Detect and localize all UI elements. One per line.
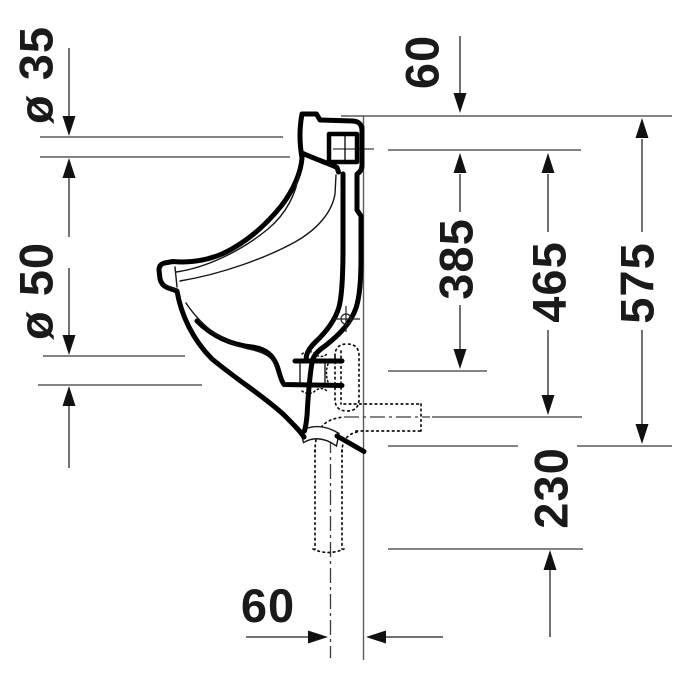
label-inlet-diameter: ø 35 [10, 26, 63, 124]
label-top-clearance: 60 [396, 35, 449, 89]
drain-connector-capsule [334, 343, 360, 412]
outer-profile-back [302, 124, 365, 434]
seal-mark-top [301, 350, 328, 358]
urinal-body [156, 111, 367, 454]
funnel-inner-line [185, 302, 278, 369]
label-outlet-height: 465 [523, 241, 576, 322]
hidden-pipes [312, 343, 422, 554]
vertical-pipe-cap [312, 548, 345, 554]
inlet-spud [326, 131, 360, 165]
bowl-funnel [194, 318, 345, 388]
channel-wall-outer [299, 150, 341, 175]
arrowheads [62, 93, 649, 644]
label-overall-height: 575 [611, 242, 664, 323]
bowl-surface-line [179, 174, 337, 282]
label-outlet-diameter: ø 50 [10, 242, 63, 340]
seal-mark-side [325, 363, 329, 383]
label-pipe-wall-offset: 60 [241, 579, 295, 632]
lip-underside [163, 283, 177, 291]
channel-wall-inner [303, 171, 346, 364]
dimension-lines [68, 36, 643, 638]
seal-mark-bottom [301, 387, 328, 395]
outlet-collar [299, 425, 340, 448]
lip-inner-face [174, 266, 178, 288]
label-outlet-drop: 230 [525, 447, 578, 528]
dimension-labels: ø 35 ø 50 60 385 465 575 230 60 [10, 26, 664, 632]
fixing-point-mark [333, 306, 360, 332]
bottom-wall-junction [334, 433, 367, 454]
rim-inner-edge [175, 171, 300, 273]
extension-lines [38, 115, 672, 660]
label-inlet-height: 385 [430, 218, 483, 299]
outer-profile-front [156, 111, 365, 440]
centerlines [329, 416, 430, 658]
